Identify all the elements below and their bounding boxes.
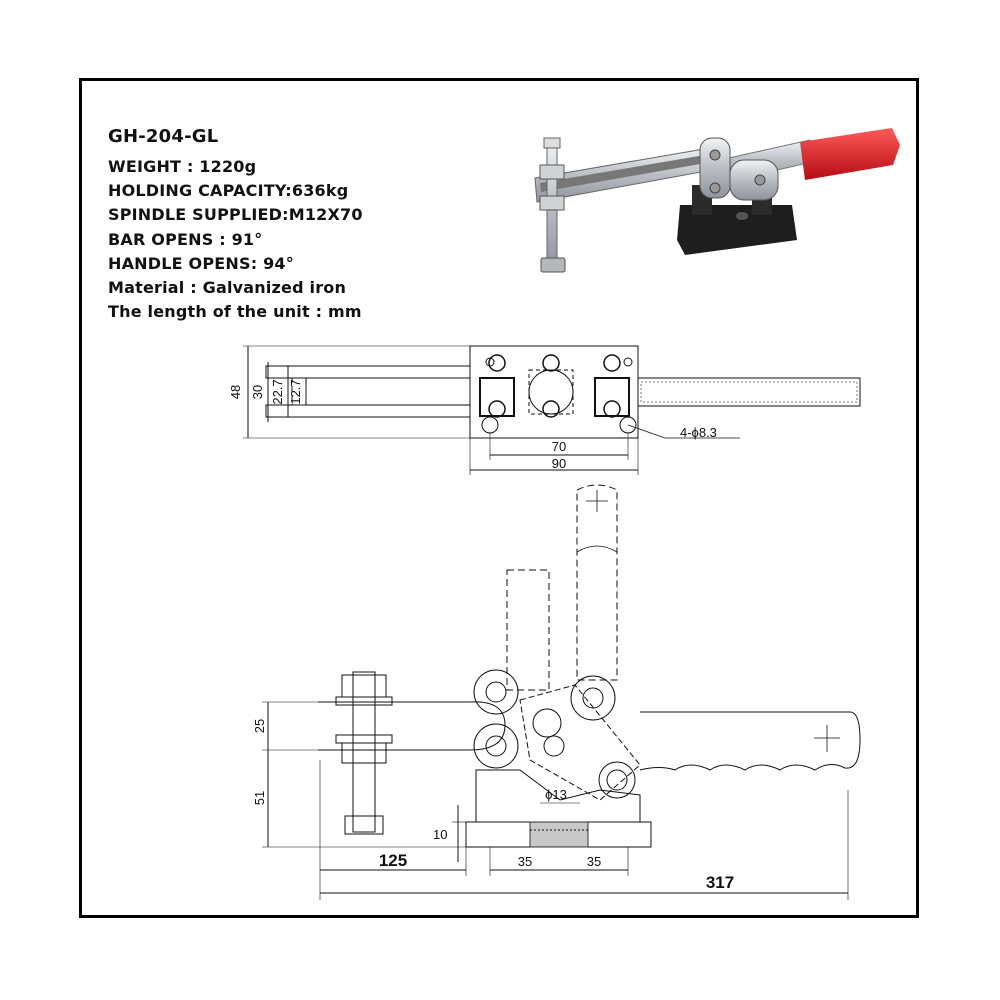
dim-90-label: 90 [552,456,566,471]
drawing-frame [79,78,919,918]
weight-spec: WEIGHT : 1220g [108,157,257,176]
dim-51-label: 51 [252,791,267,805]
dim-317-label: 317 [706,873,734,892]
dim-35a-label: 35 [518,854,532,869]
top-base-plate [469,345,639,439]
dim-12-7-label: 12.7 [288,379,303,404]
red-handle-grip [800,128,900,180]
dim-70-label: 70 [552,439,566,454]
spindle-spec: SPINDLE SUPPLIED:M12X70 [108,205,363,224]
bar-opens-spec: BAR OPENS : 91° [108,230,263,249]
bore-label: ϕ13 [545,787,567,802]
dim-22-7-label: 22.7 [270,379,285,404]
dim-48-label: 48 [228,385,243,399]
model-title: GH-204-GL [108,126,219,147]
base-plate [677,205,797,255]
dim-125-label: 125 [379,851,407,870]
hole-callout: 4-ϕ8.3 [680,425,717,440]
material-spec: Material : Galvanized iron [108,278,347,297]
dim-30-label: 30 [250,385,265,399]
holding-capacity-spec: HOLDING CAPACITY:636kg [108,181,349,200]
dim-25-label: 25 [252,719,267,733]
dim-10-label: 10 [433,827,447,842]
top-view: 48 30 22.7 12.7 70 90 4-ϕ8.3 [228,345,861,475]
dim-35b-label: 35 [587,854,601,869]
unit-length-spec: The length of the unit : mm [108,302,362,321]
handle-opens-spec: HANDLE OPENS: 94° [108,254,294,273]
side-view: 25 51 10 125 35 35 317 ϕ13 [252,484,861,900]
